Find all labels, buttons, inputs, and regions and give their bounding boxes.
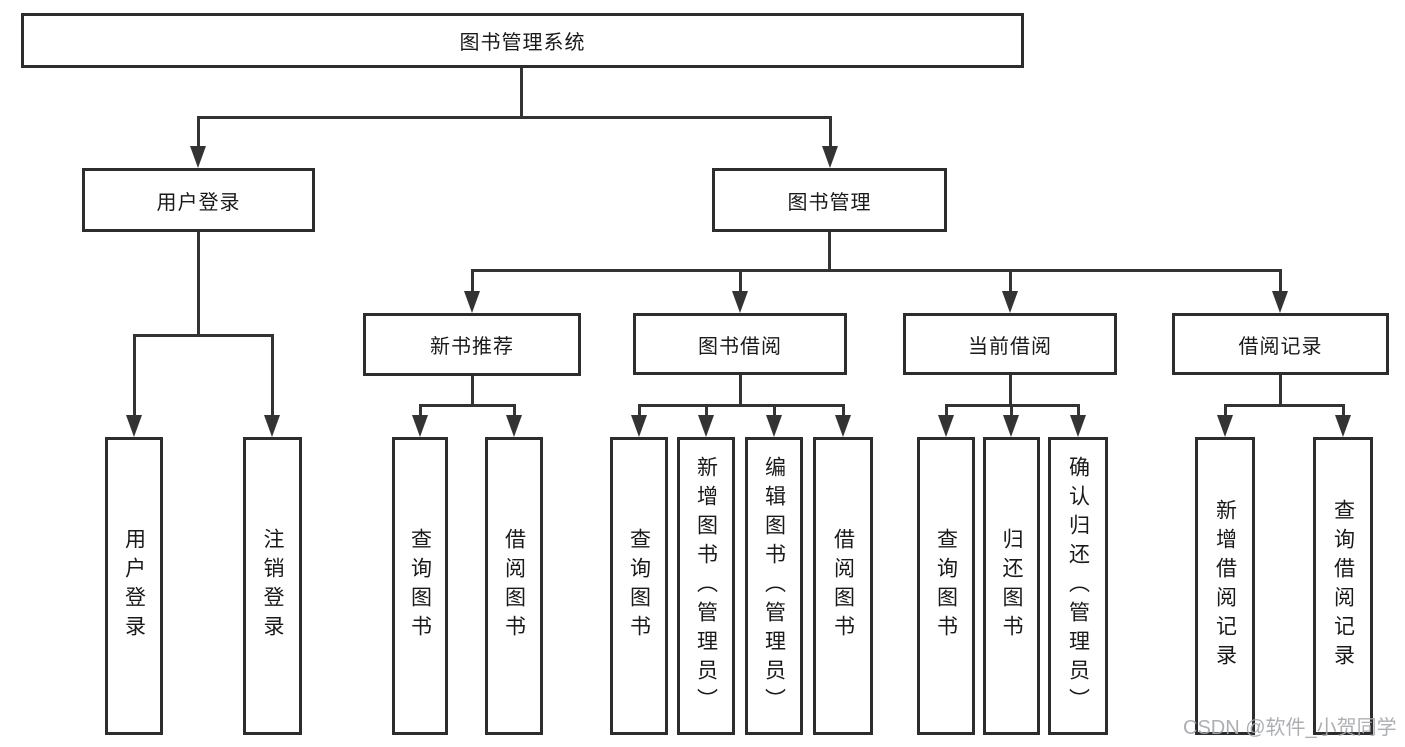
leaf-borrow-books-borrowing: 借阅图书	[813, 437, 873, 735]
node-label: 确认归还（管理员）	[1066, 455, 1090, 717]
leaf-query-borrowing-record: 查询借阅记录	[1313, 437, 1373, 735]
arrow-down-icon	[464, 291, 480, 313]
node-label: 当前借阅	[968, 335, 1052, 358]
connector-root-bus	[197, 116, 832, 119]
node-borrowing-records: 借阅记录	[1172, 313, 1389, 375]
connector-level3-bus	[471, 269, 1281, 272]
connector-drop-book-borrowing	[739, 269, 742, 293]
node-label: 注销登录	[261, 528, 284, 644]
node-label: 借阅图书	[831, 528, 855, 644]
node-label: 编辑图书（管理员）	[762, 455, 786, 717]
arrow-down-icon	[835, 415, 851, 437]
leaf-add-book-admin: 新增图书（管理员）	[677, 437, 735, 735]
connector-book-borrowing-bus	[638, 404, 845, 407]
arrow-down-icon	[698, 415, 714, 437]
connector-drop-leaf	[773, 404, 776, 417]
node-label: 图书管理系统	[459, 32, 586, 54]
arrow-down-icon	[190, 146, 206, 168]
connector-drop-leaf	[419, 404, 422, 417]
connector-new-book-bus	[419, 404, 516, 407]
connector-borrowing-records-feed	[1279, 375, 1282, 407]
arrow-down-icon	[126, 415, 142, 437]
leaf-edit-book-admin: 编辑图书（管理员）	[745, 437, 803, 735]
node-book-management: 图书管理	[712, 168, 947, 232]
arrow-down-icon	[766, 415, 782, 437]
connector-drop-leaf	[271, 334, 274, 417]
node-label: 图书管理	[787, 191, 872, 214]
arrow-down-icon	[822, 146, 838, 168]
connector-drop-leaf	[842, 404, 845, 417]
watermark: CSDN @软件_小贺同学	[1183, 717, 1397, 739]
node-label: 查询图书	[408, 528, 432, 644]
connector-user-login-bus	[133, 334, 273, 337]
connector-current-borrowing-feed	[1009, 375, 1012, 407]
connector-drop-leaf	[638, 404, 641, 417]
arrow-down-icon	[631, 415, 647, 437]
connector-user-login-feed	[197, 232, 200, 336]
leaf-confirm-return-admin: 确认归还（管理员）	[1048, 437, 1108, 735]
node-label: 查询图书	[934, 528, 958, 644]
arrow-down-icon	[938, 415, 954, 437]
connector-drop-leaf	[945, 404, 948, 417]
arrow-down-icon	[1217, 415, 1233, 437]
arrow-down-icon	[506, 415, 522, 437]
node-user-login: 用户登录	[82, 168, 315, 232]
node-label: 借阅记录	[1238, 335, 1323, 358]
node-label: 查询图书	[627, 528, 651, 644]
node-label: 新增借阅记录	[1213, 499, 1237, 673]
leaf-user-login: 用户登录	[105, 437, 163, 735]
leaf-return-books: 归还图书	[983, 437, 1040, 735]
arrow-down-icon	[264, 415, 280, 437]
connector-book-borrowing-feed	[739, 375, 742, 407]
connector-drop-book-management	[829, 116, 832, 148]
arrow-down-icon	[1070, 415, 1086, 437]
arrow-down-icon	[732, 291, 748, 313]
connector-drop-borrowing-records	[1279, 269, 1282, 293]
connector-drop-leaf	[1077, 404, 1080, 417]
connector-drop-current-borrowing	[1009, 269, 1012, 293]
leaf-logout: 注销登录	[243, 437, 302, 735]
arrow-down-icon	[1003, 415, 1019, 437]
connector-drop-leaf	[513, 404, 516, 417]
connector-drop-leaf	[1010, 404, 1013, 417]
leaf-query-books-current: 查询图书	[917, 437, 975, 735]
connector-drop-leaf	[705, 404, 708, 417]
node-library-management-system: 图书管理系统	[21, 13, 1024, 68]
connector-drop-leaf	[1224, 404, 1227, 417]
connector-root-feed	[520, 68, 523, 119]
arrow-down-icon	[1002, 291, 1018, 313]
leaf-query-books-borrowing: 查询图书	[610, 437, 668, 735]
node-new-book-recommendation: 新书推荐	[363, 313, 581, 376]
node-label: 用户登录	[156, 191, 241, 214]
node-label: 查询借阅记录	[1331, 499, 1355, 673]
node-label: 图书借阅	[698, 335, 782, 358]
node-book-borrowing: 图书借阅	[633, 313, 847, 375]
leaf-borrow-books-recommend: 借阅图书	[485, 437, 543, 735]
arrow-down-icon	[412, 415, 428, 437]
node-label: 用户登录	[122, 528, 146, 644]
leaf-query-books-recommend: 查询图书	[392, 437, 448, 735]
leaf-add-borrowing-record: 新增借阅记录	[1195, 437, 1255, 735]
connector-new-book-feed	[471, 376, 474, 407]
node-label: 新书推荐	[430, 336, 514, 358]
node-label: 借阅图书	[502, 528, 526, 644]
connector-borrowing-records-bus	[1224, 404, 1345, 407]
connector-drop-user-login	[197, 116, 200, 148]
node-label: 归还图书	[1000, 528, 1023, 644]
node-label: 新增图书（管理员）	[694, 455, 718, 717]
connector-drop-leaf	[133, 334, 136, 417]
connector-drop-leaf	[1342, 404, 1345, 417]
arrow-down-icon	[1335, 415, 1351, 437]
connector-drop-new-book	[471, 269, 474, 293]
connector-book-management-feed	[828, 232, 831, 272]
arrow-down-icon	[1272, 291, 1288, 313]
node-current-borrowing: 当前借阅	[903, 313, 1117, 375]
